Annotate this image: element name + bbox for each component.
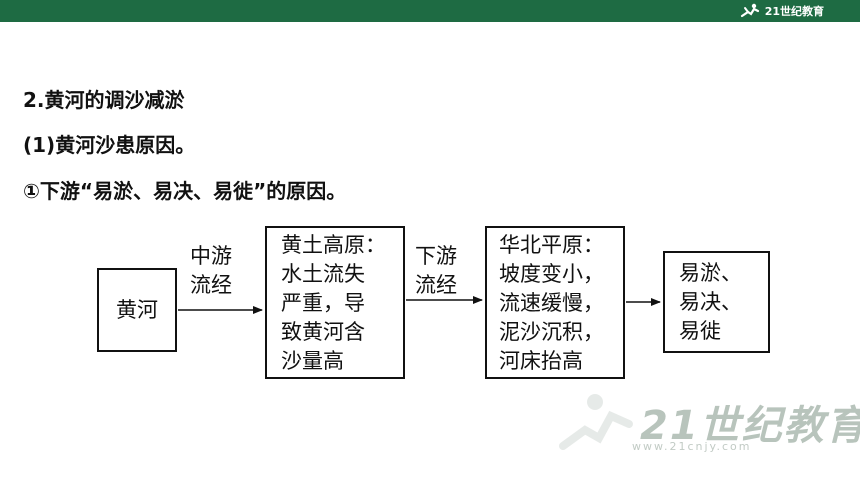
node-line: 水土流失: [281, 262, 365, 286]
edge-label-line: 流经: [415, 273, 457, 297]
node-line: 流速缓慢，: [499, 291, 604, 315]
node-line: 致黄河含: [281, 320, 365, 344]
edge-label-midstream: 中游 流经: [190, 242, 232, 300]
node-line: 易决、: [679, 290, 742, 314]
subsection-heading: (1)黄河沙患原因。: [23, 133, 196, 157]
edge-label-line: 中游: [190, 244, 232, 268]
node-yellow-river: 黄河: [97, 268, 177, 352]
edge-label-line: 下游: [415, 244, 457, 268]
node-line: 易徙: [679, 319, 721, 343]
node-line: 严重，导: [281, 291, 365, 315]
node-loess-plateau: 黄土高原： 水土流失 严重，导 致黄河含 沙量高: [265, 226, 405, 379]
node-line: 黄河: [116, 297, 158, 322]
watermark-url: www.21cnjy.com: [632, 440, 752, 453]
edge-label-line: 流经: [190, 273, 232, 297]
node-line: 黄土高原：: [281, 233, 386, 257]
node-line: 沙量高: [281, 349, 344, 373]
list-item: ①下游“易淤、易决、易徙”的原因。: [23, 179, 347, 203]
edge-label-downstream: 下游 流经: [415, 242, 457, 300]
node-north-china-plain: 华北平原： 坡度变小， 流速缓慢， 泥沙沉积， 河床抬高: [485, 226, 625, 379]
node-line: 坡度变小，: [499, 262, 604, 286]
node-line: 华北平原：: [499, 233, 604, 257]
node-result: 易淤、 易决、 易徙: [663, 251, 770, 353]
node-line: 河床抬高: [499, 349, 583, 373]
node-line: 易淤、: [679, 261, 742, 285]
header-bar: 21世纪教育: [0, 0, 860, 22]
runner-icon: [740, 3, 759, 18]
node-line: 泥沙沉积，: [499, 320, 604, 344]
watermark-runner-icon: [559, 394, 633, 450]
logo-text: 21世纪教育: [764, 5, 824, 18]
watermark-text: 21世纪教育: [640, 403, 860, 449]
section-heading: 2.黄河的调沙减淤: [23, 88, 185, 112]
brand-logo: 21世纪教育: [739, 2, 824, 20]
